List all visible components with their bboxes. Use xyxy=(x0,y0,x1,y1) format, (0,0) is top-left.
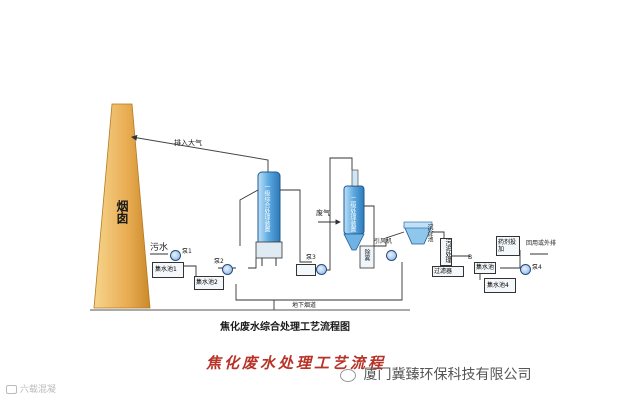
tower1-label: 一级综合处理装置 xyxy=(263,184,270,232)
camera-icon xyxy=(6,385,17,394)
sump3: 集水池 xyxy=(474,262,496,274)
pump1-label: 泵1 xyxy=(182,248,192,255)
sewage-label: 污水 xyxy=(150,243,169,253)
pump3-box xyxy=(296,264,316,276)
dosing-box: 药剂投加 xyxy=(496,236,520,256)
chimney-shape xyxy=(93,103,151,309)
clarifier-label: 沉淀池 xyxy=(426,224,433,242)
tower2-label: 二级处理装置 xyxy=(349,196,356,232)
demister-label: 除雾 xyxy=(363,249,370,261)
pump4-label: 泵4 xyxy=(532,264,542,271)
pump1-icon xyxy=(170,250,181,261)
filter-box: 过滤器 xyxy=(432,266,464,277)
pump4-icon xyxy=(520,264,531,275)
fan-icon xyxy=(386,250,397,261)
pump2-label: 泵2 xyxy=(214,258,224,265)
diagram-caption: 焦化废水综合处理工艺流程图 xyxy=(220,322,350,333)
exhaust-line xyxy=(131,134,269,174)
calligraphy-title: 焦化废水处理工艺流程 xyxy=(206,354,387,372)
watermark-company: 厦门冀臻环保科技有限公司 xyxy=(340,364,531,384)
sump4: 集水池4 xyxy=(484,278,516,293)
sump1: 集水池1 xyxy=(152,262,184,278)
pump2-icon xyxy=(222,264,233,275)
chimney-label: 烟囱 xyxy=(115,200,129,224)
pump3-label: 泵3 xyxy=(306,254,316,261)
sump2: 集水池2 xyxy=(194,276,224,290)
waste-gas-label: 废气 xyxy=(316,209,330,217)
fan-label: 引风机 xyxy=(374,238,393,245)
underground-flue-label: 地下烟道 xyxy=(292,302,317,309)
exhaust-label: 排入大气 xyxy=(174,139,202,147)
return-label: 回用或外排 xyxy=(526,240,557,247)
pump3-icon xyxy=(316,264,327,275)
sludge-box: 污泥处理 xyxy=(440,238,452,266)
watermark-left: 六载混凝 xyxy=(6,382,56,395)
wechat-icon xyxy=(340,368,356,382)
pump-b-label: B xyxy=(468,254,473,261)
